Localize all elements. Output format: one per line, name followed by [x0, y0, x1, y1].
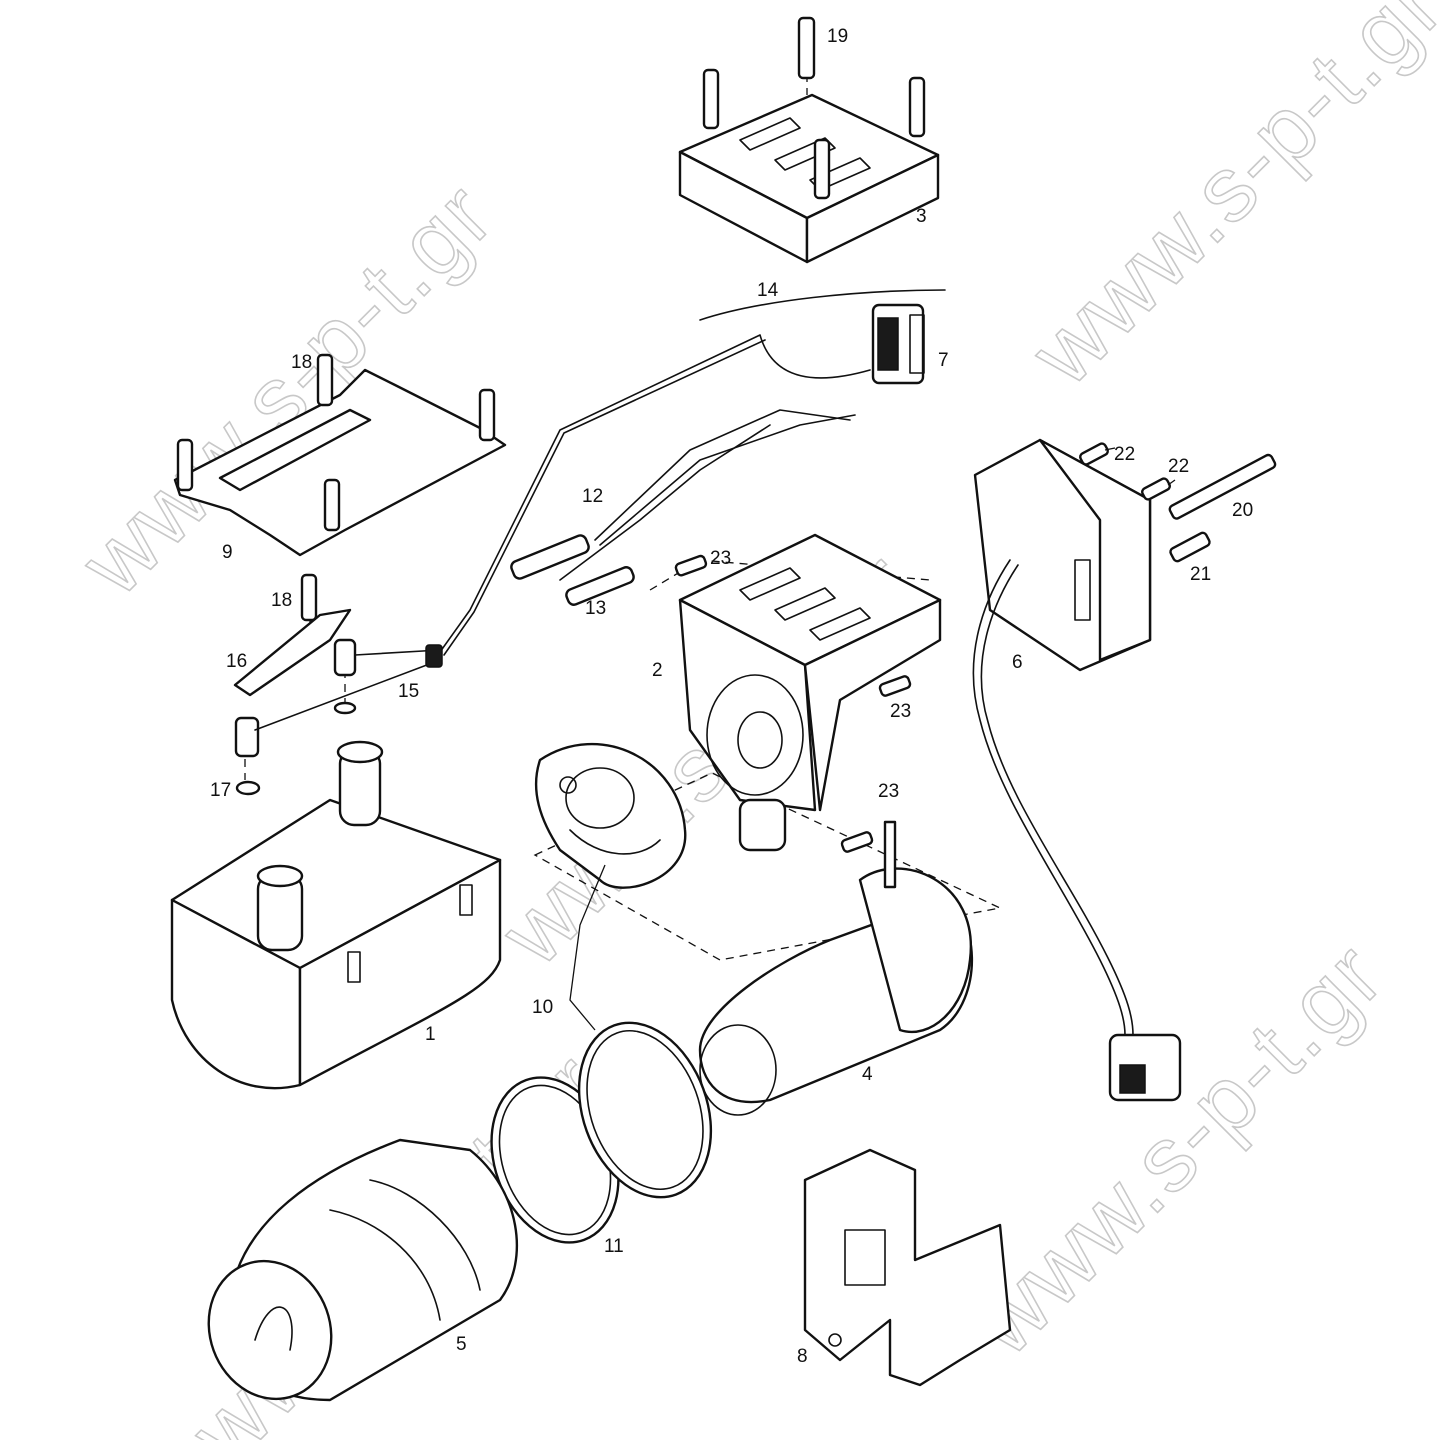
part-23-screws	[674, 554, 912, 853]
part-5-exhaust-end	[207, 1138, 519, 1402]
part-3-top-cover	[678, 16, 940, 264]
callout-22: 22	[1114, 444, 1135, 465]
callout-3: 3	[916, 206, 927, 227]
part-11-o-rings	[490, 1021, 713, 1244]
leader-lines	[569, 447, 1176, 1031]
callout-13: 13	[585, 598, 606, 619]
part-9-cover-plate	[173, 353, 507, 557]
callout-9: 9	[222, 542, 233, 563]
callout-2: 2	[652, 660, 663, 681]
callout-12: 12	[582, 486, 603, 507]
callout-15: 15	[398, 681, 419, 702]
callout-6: 6	[1012, 652, 1023, 673]
part-10-gasket	[534, 743, 687, 889]
callout-5: 5	[456, 1334, 467, 1355]
callout-18: 18	[291, 352, 312, 373]
callout-23: 23	[710, 548, 731, 569]
callout-23: 23	[890, 701, 911, 722]
callout-19: 19	[827, 26, 848, 47]
part-2-burner-head	[678, 533, 942, 852]
callout-10: 10	[532, 997, 553, 1018]
part-12-13-sensors	[510, 409, 856, 606]
part-6-control-unit	[972, 438, 1182, 1102]
callout-14: 14	[757, 280, 779, 301]
callout-20: 20	[1232, 500, 1253, 521]
part-20-21-22-screws	[1079, 442, 1277, 563]
callout-labels: 1 2 3 4 5 6 7 8 9 10 11 12 13 14 15 16 1…	[210, 26, 1253, 1367]
callout-11: 11	[604, 1236, 624, 1257]
callout-8: 8	[797, 1346, 808, 1367]
callout-22: 22	[1168, 456, 1189, 477]
part-7-connector-harness	[439, 289, 946, 656]
watermark-text: www.s-p-t.gr	[951, 924, 1402, 1375]
part-8-bracket	[803, 1148, 1012, 1387]
callout-21: 21	[1190, 564, 1211, 585]
watermark-text: www.s-p-t.gr	[1011, 0, 1440, 405]
callout-17: 17	[210, 780, 231, 801]
callout-18: 18	[271, 590, 292, 611]
part-15-16-17-18-hardware	[233, 573, 443, 796]
callout-16: 16	[226, 651, 247, 672]
callout-1: 1	[425, 1024, 436, 1045]
callout-7: 7	[938, 350, 949, 371]
callout-23: 23	[878, 781, 899, 802]
part-4-combustion-tube	[698, 820, 974, 1116]
part-1-heat-exchanger	[170, 740, 502, 1090]
callout-4: 4	[862, 1064, 873, 1085]
